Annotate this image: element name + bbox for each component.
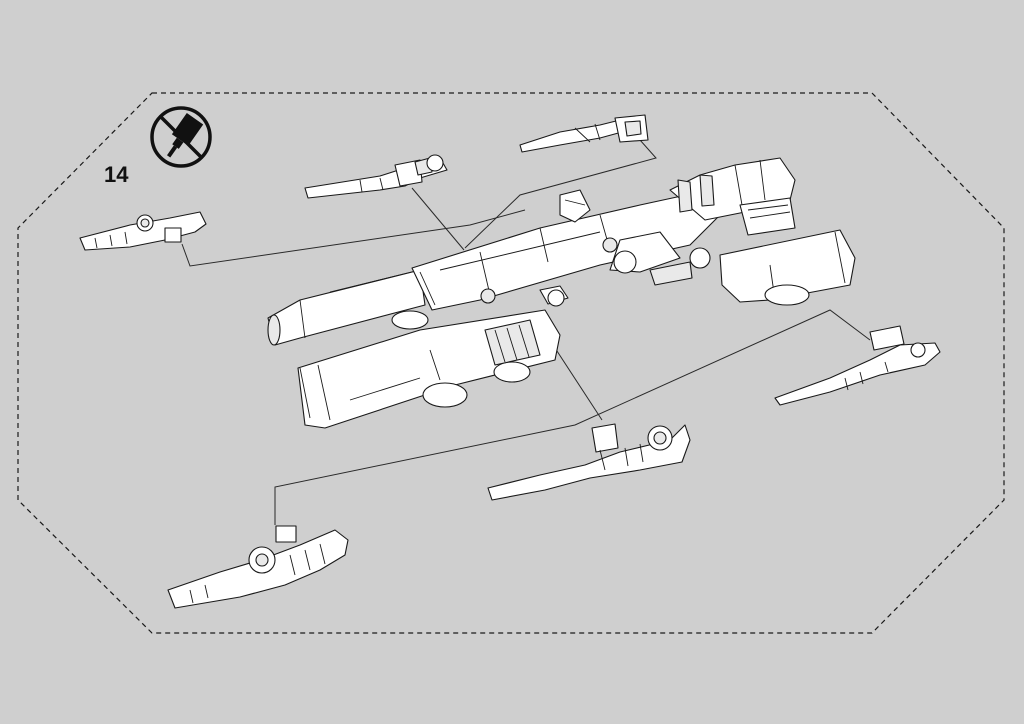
part-e xyxy=(487,423,691,501)
no-glue-icon xyxy=(150,106,212,168)
step-frame xyxy=(17,92,1005,634)
part-b xyxy=(304,154,448,199)
part-c xyxy=(79,211,207,251)
part-d xyxy=(774,325,941,406)
main-weapon-assembly xyxy=(267,157,856,429)
part-f xyxy=(167,525,349,609)
part-a xyxy=(519,114,649,153)
step-number: 14 xyxy=(104,162,129,187)
